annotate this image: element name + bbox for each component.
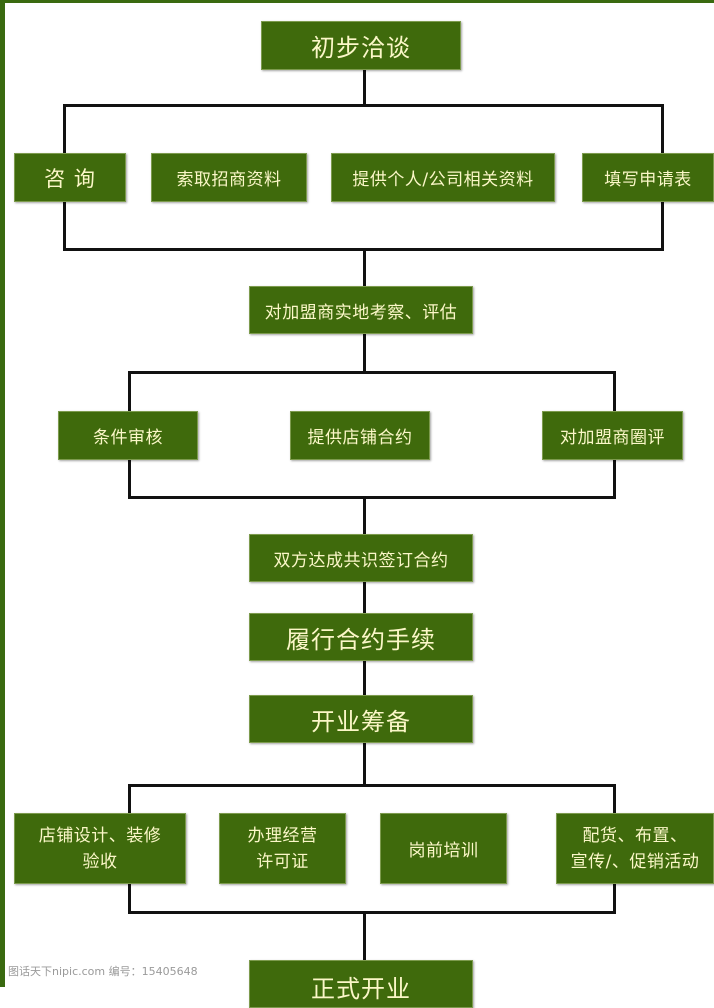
branch1-consult: 咨 询 [14,153,126,202]
branch3-store-design: 店铺设计、装修 验收 [14,813,186,884]
branch1-request-materials: 索取招商资料 [151,153,307,202]
step-sign-contract: 双方达成共识签订合约 [249,534,473,582]
branch2-condition-review: 条件审核 [58,411,198,460]
branch2-area-evaluation: 对加盟商圈评 [542,411,683,460]
branch1-fill-application: 填写申请表 [582,153,714,202]
branch3-business-license: 办理经营 许可证 [219,813,346,884]
top-border [0,0,714,3]
branch1-provide-info: 提供个人/公司相关资料 [331,153,555,202]
left-border [0,0,5,987]
watermark: 图话天下nipic.com 编号：15405648 [8,965,198,978]
branch3-distribution-promotion: 配货、布置、 宣传/、促销活动 [556,813,714,884]
step-contract-procedures: 履行合约手续 [249,613,473,661]
branch3-training: 岗前培训 [380,813,507,884]
step-site-inspection: 对加盟商实地考察、评估 [249,286,473,334]
step-opening-preparation: 开业筹备 [249,695,473,743]
branch2-store-contract: 提供店铺合约 [290,411,430,460]
step-initial-negotiation: 初步洽谈 [261,21,461,70]
step-grand-opening: 正式开业 [249,960,473,1008]
